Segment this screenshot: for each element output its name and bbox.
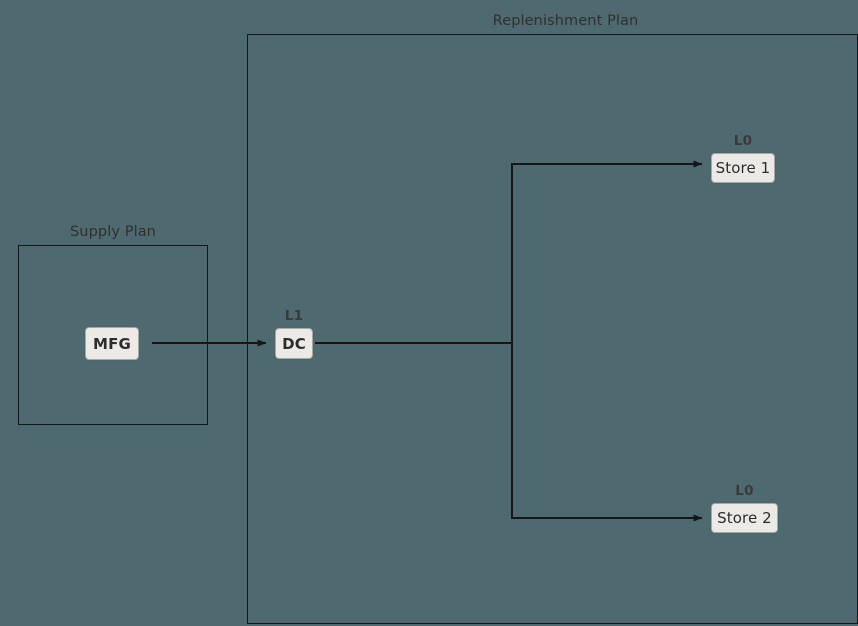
- node-store-2[interactable]: Store 2: [711, 503, 778, 533]
- node-store-1[interactable]: Store 1: [711, 153, 775, 183]
- edge-branch-to-store-1: [511, 160, 703, 344]
- node-tag-dc: L1: [284, 308, 304, 324]
- group-box-supply-plan: [18, 245, 208, 425]
- group-box-replenishment-plan: [247, 34, 858, 624]
- node-tag-store-2: L0: [735, 483, 754, 499]
- group-title-replenishment-plan: Replenishment Plan: [492, 13, 639, 29]
- node-tag-store-1: L0: [733, 133, 753, 149]
- node-dc[interactable]: DC: [275, 328, 313, 359]
- edge-branch-to-store-2: [511, 342, 703, 522]
- node-mfg[interactable]: MFG: [85, 327, 139, 360]
- group-title-supply-plan: Supply Plan: [70, 224, 156, 240]
